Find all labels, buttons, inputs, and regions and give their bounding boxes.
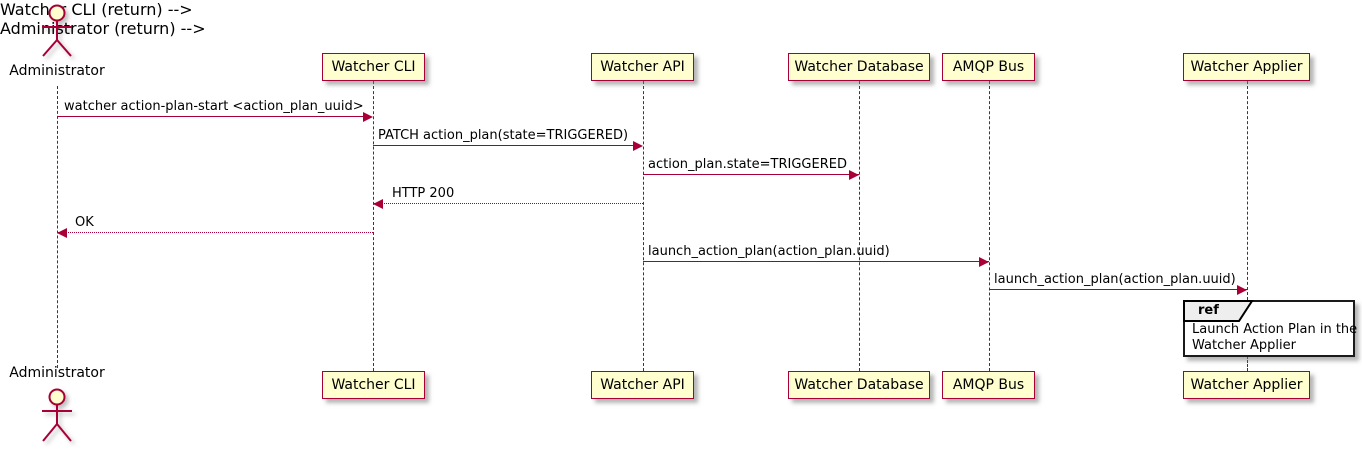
arrowhead-right-icon bbox=[979, 257, 989, 267]
participant-watcher-database-top: Watcher Database bbox=[788, 53, 930, 81]
message-line bbox=[57, 116, 363, 117]
administrator-actor-icon bbox=[42, 4, 72, 57]
message-line bbox=[643, 261, 989, 262]
message-label: PATCH action_plan(state=TRIGGERED) bbox=[378, 128, 629, 143]
administrator-actor-icon-bottom bbox=[42, 388, 72, 442]
participant-amqp-bus-top: AMQP Bus bbox=[942, 53, 1035, 81]
ref-keyword: ref bbox=[1198, 303, 1219, 318]
lifeline-watcher-database bbox=[859, 81, 860, 371]
message-line bbox=[57, 232, 373, 233]
arrowhead-left-icon bbox=[373, 199, 383, 209]
arrowhead-right-icon bbox=[849, 170, 859, 180]
administrator-label-bottom: Administrator bbox=[9, 365, 105, 381]
lifeline-administrator bbox=[57, 86, 58, 368]
participant-watcher-applier-top: Watcher Applier bbox=[1183, 53, 1310, 81]
message-label: launch_action_plan(action_plan.uuid) bbox=[648, 244, 890, 259]
participant-watcher-database-bottom: Watcher Database bbox=[788, 371, 930, 399]
message-line bbox=[989, 289, 1247, 290]
message-label: watcher action-plan-start <action_plan_u… bbox=[64, 99, 364, 114]
arrowhead-right-icon bbox=[363, 112, 373, 122]
message-line bbox=[643, 174, 859, 175]
lifeline-watcher-api bbox=[643, 81, 644, 371]
message-label: OK bbox=[75, 215, 94, 230]
lifeline-watcher-cli bbox=[373, 81, 374, 371]
lifeline-amqp-bus bbox=[989, 81, 990, 371]
message-label: action_plan.state=TRIGGERED bbox=[648, 157, 847, 172]
arrowhead-right-icon bbox=[1237, 285, 1247, 295]
participant-watcher-cli-bottom: Watcher CLI bbox=[322, 371, 425, 399]
ref-text-line2: Watcher Applier bbox=[1192, 338, 1296, 353]
participant-watcher-api-bottom: Watcher API bbox=[591, 371, 694, 399]
administrator-label-top: Administrator bbox=[9, 63, 105, 79]
message-label: HTTP 200 bbox=[392, 186, 455, 201]
participant-watcher-api-top: Watcher API bbox=[591, 53, 694, 81]
ref-text-line1: Launch Action Plan in the bbox=[1192, 322, 1358, 337]
ref-tab-icon bbox=[1183, 300, 1254, 322]
participant-amqp-bus-bottom: AMQP Bus bbox=[942, 371, 1035, 399]
message-label: launch_action_plan(action_plan.uuid) bbox=[994, 272, 1236, 287]
participant-watcher-cli-top: Watcher CLI bbox=[322, 53, 425, 81]
arrowhead-right-icon bbox=[633, 141, 643, 151]
lifeline-watcher-applier-lower bbox=[1247, 356, 1248, 371]
arrowhead-left-icon bbox=[57, 228, 67, 238]
message-line bbox=[373, 203, 643, 204]
ref-fragment: ref Launch Action Plan in the Watcher Ap… bbox=[1183, 300, 1358, 357]
message-line bbox=[373, 145, 633, 146]
lifeline-watcher-applier-upper bbox=[1247, 81, 1248, 300]
participant-watcher-applier-bottom: Watcher Applier bbox=[1183, 371, 1310, 399]
